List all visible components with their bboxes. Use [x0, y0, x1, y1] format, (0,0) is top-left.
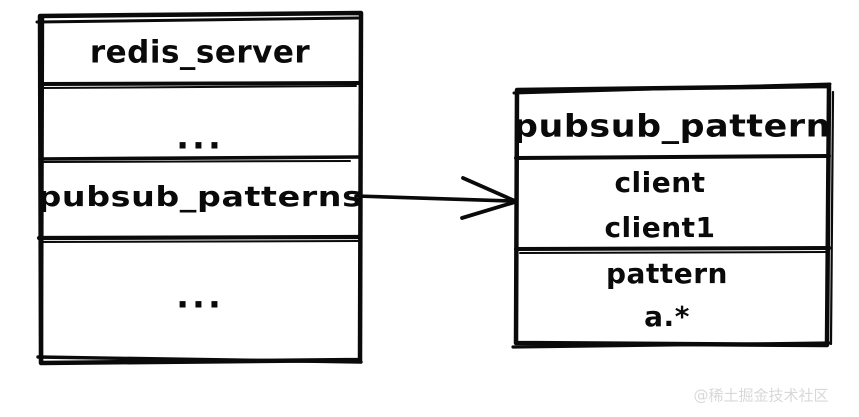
- left-box-divider-3: [36, 234, 363, 241]
- right-box-outline-overdraw-right: [829, 90, 835, 346]
- pubsub-patterns-to-pubsub-pattern-arrow[interactable]: [354, 176, 517, 220]
- arrow-head-lower: [460, 200, 517, 220]
- left-box-row-ellipsis-top: ...: [176, 118, 224, 158]
- redis-server-struct[interactable]: redis_server ... pubsub_patterns ...: [35, 10, 364, 366]
- left-box-divider-1b: [40, 85, 357, 89]
- right-box-outline-overdraw-bottom: [511, 341, 831, 349]
- right-box-divider-2: [514, 246, 831, 251]
- left-box-divider-2: [38, 155, 362, 161]
- left-box-outline: [37, 10, 364, 366]
- left-box-outline-overdraw-bottom: [36, 355, 363, 364]
- right-box-title: pubsub_pattern: [513, 109, 831, 145]
- right-box-divider-2b: [519, 251, 827, 254]
- left-box-divider-2b: [41, 160, 351, 163]
- pubsub-pattern-struct[interactable]: pubsub_pattern client client1 pattern a.…: [511, 82, 835, 349]
- right-box-outline-overdraw-top: [512, 82, 832, 95]
- left-box-divider-1: [38, 81, 362, 86]
- right-box-row-client-label: client: [614, 166, 705, 199]
- right-box-row-pattern-label: pattern: [606, 257, 728, 290]
- watermark: @稀土掘金技术社区: [693, 387, 828, 405]
- arrow-head-upper: [461, 176, 517, 203]
- right-box-row-pattern-value: a.*: [644, 300, 690, 333]
- right-box-row-client-value: client1: [604, 211, 715, 244]
- left-box-row-ellipsis-bottom: ...: [176, 277, 224, 317]
- left-box-divider-3b: [40, 240, 359, 243]
- left-box-outline-overdraw-left: [40, 16, 45, 363]
- left-box-outline-overdraw-top: [35, 16, 360, 24]
- left-box-title: redis_server: [90, 35, 311, 71]
- arrow-shaft: [354, 194, 514, 203]
- left-box-row-pubsub-patterns: pubsub_patterns: [38, 180, 363, 213]
- right-box-divider-1: [514, 154, 831, 160]
